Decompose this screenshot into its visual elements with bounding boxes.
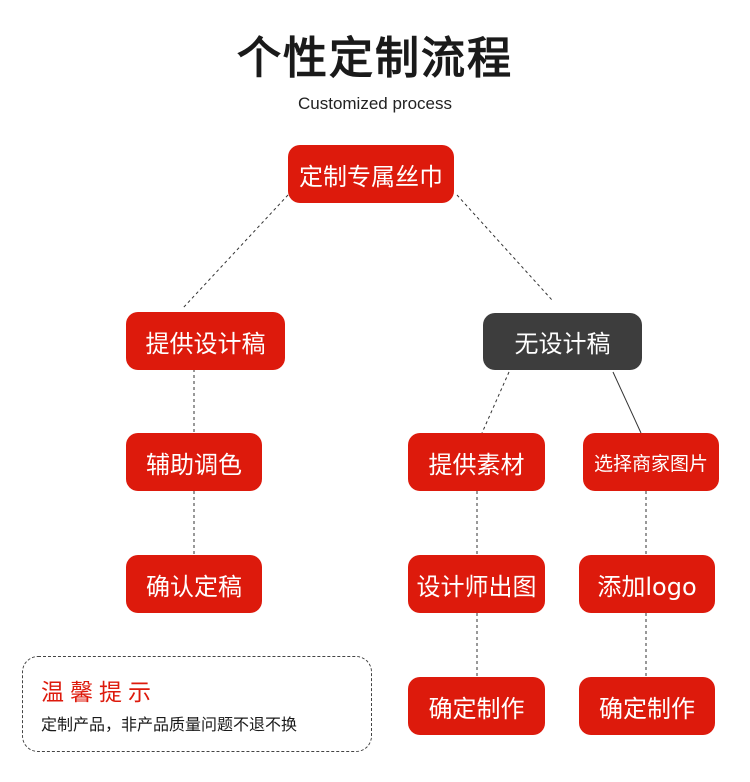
connector-root-to-nodesign xyxy=(456,194,553,301)
notice-box: 温馨提示 定制产品，非产品质量问题不退不换 xyxy=(22,656,372,752)
node-provide-design: 提供设计稿 xyxy=(126,312,285,370)
node-confirm-draft: 确认定稿 xyxy=(126,555,262,613)
node-add-logo: 添加logo xyxy=(579,555,715,613)
connector-root-to-provide xyxy=(182,194,289,309)
node-root: 定制专属丝巾 xyxy=(288,145,454,203)
connector-nodesign-to-merchant xyxy=(612,371,642,434)
node-designer-draws: 设计师出图 xyxy=(408,555,545,613)
node-no-design: 无设计稿 xyxy=(483,313,642,370)
page-title: 个性定制流程 xyxy=(237,33,513,84)
node-provide-material: 提供素材 xyxy=(408,433,545,491)
notice-title: 温馨提示 xyxy=(41,680,157,706)
node-confirm-make-1: 确定制作 xyxy=(408,677,545,735)
node-select-merchant-image: 选择商家图片 xyxy=(583,433,719,491)
node-confirm-make-2: 确定制作 xyxy=(579,677,715,735)
page-subtitle: Customized process xyxy=(297,94,452,113)
node-color-assist: 辅助调色 xyxy=(126,433,262,491)
connector-nodesign-to-material xyxy=(481,371,510,434)
notice-text: 定制产品，非产品质量问题不退不换 xyxy=(41,715,298,734)
